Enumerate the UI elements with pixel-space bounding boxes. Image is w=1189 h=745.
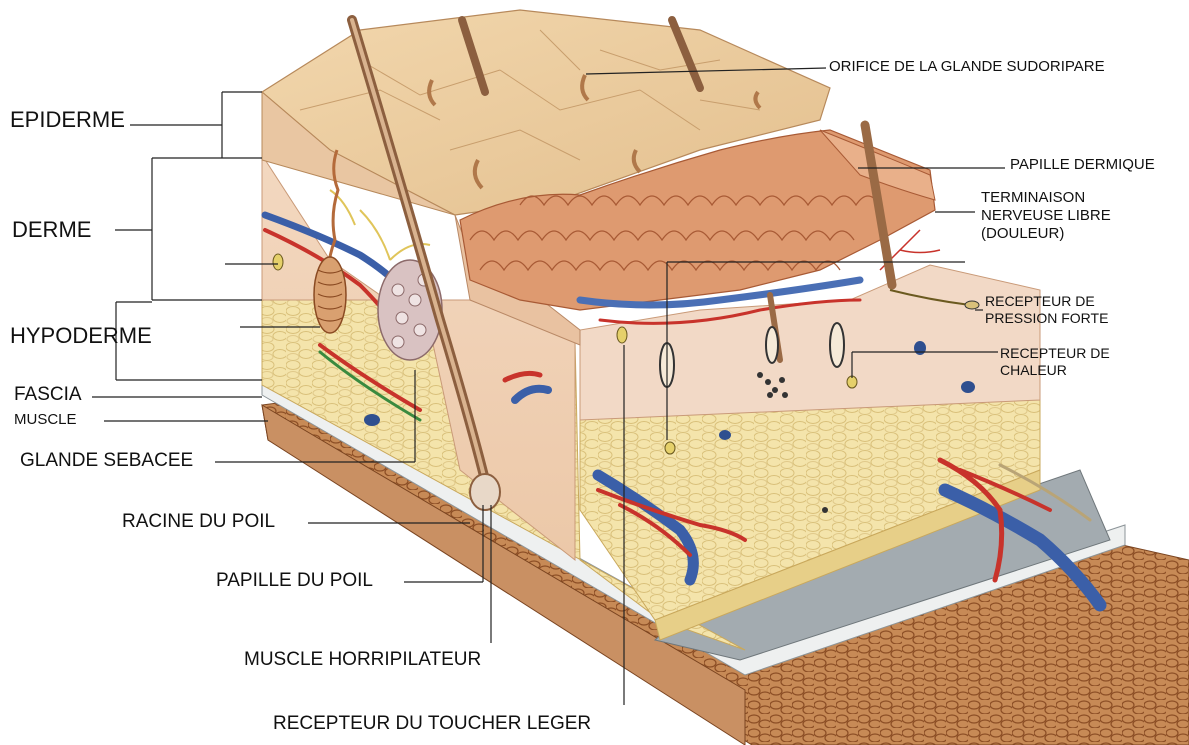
- label-recepteur-pression-forte: RECEPTEUR DE PRESSION FORTE: [985, 293, 1108, 327]
- label-papille-du-poil: PAPILLE DU POIL: [216, 571, 373, 592]
- label-muscle: MUSCLE: [14, 412, 77, 429]
- label-terminaison-nerveuse-libre: TERMINAISON NERVEUSE LIBRE (DOULEUR): [981, 189, 1111, 243]
- label-racine-du-poil: RACINE DU POIL: [122, 512, 275, 533]
- label-fascia: FASCIA: [14, 385, 82, 406]
- label-orifice-glande-sudoripare: ORIFICE DE LA GLANDE SUDORIPARE: [829, 59, 1105, 76]
- label-recepteur-toucher-leger: RECEPTEUR DU TOUCHER LEGER: [273, 714, 591, 735]
- label-epiderme: EPIDERME: [10, 108, 125, 132]
- label-recepteur-chaleur: RECEPTEUR DE CHALEUR: [1000, 345, 1110, 379]
- label-derme: DERME: [12, 218, 91, 242]
- label-hypoderme: HYPODERME: [10, 324, 152, 348]
- label-muscle-horripilateur: MUSCLE HORRIPILATEUR: [244, 650, 481, 671]
- label-papille-dermique: PAPILLE DERMIQUE: [1010, 157, 1155, 174]
- label-glande-sebacee: GLANDE SEBACEE: [20, 451, 193, 472]
